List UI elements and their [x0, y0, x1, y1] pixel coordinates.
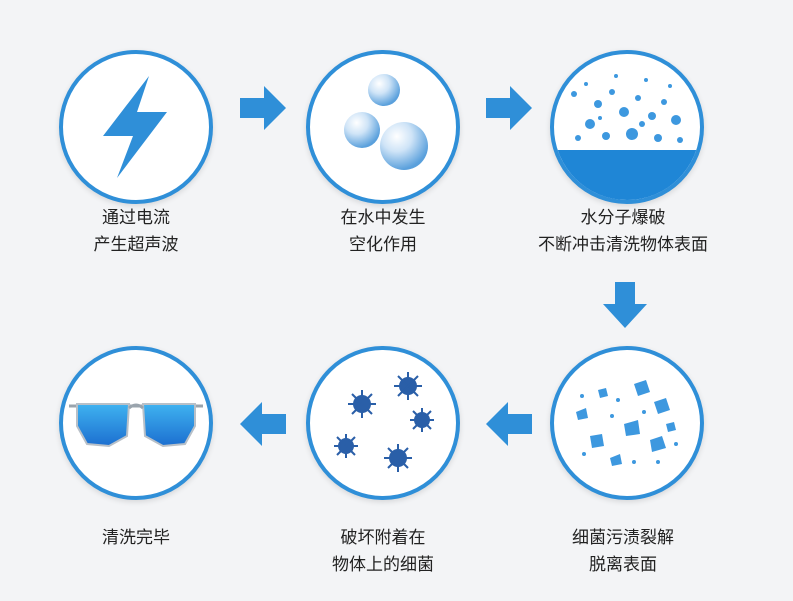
step-4-line2: 脱离表面	[589, 555, 657, 575]
step-3-line1: 水分子爆破	[580, 208, 666, 228]
step-4-circle	[550, 346, 704, 500]
step-1-circle	[59, 50, 213, 204]
step-2-caption: 在水中发生 空化作用	[263, 205, 503, 259]
step-1-line1: 通过电流	[102, 208, 170, 228]
sunglasses-icon	[69, 403, 203, 448]
step-3-line2: 不断冲击清洗物体表面	[538, 235, 708, 255]
step-3-circle	[550, 50, 704, 204]
step-2-line2: 空化作用	[349, 235, 417, 255]
step-5-line1: 破坏附着在	[340, 528, 426, 548]
step-1-line2: 产生超声波	[93, 235, 179, 255]
bacteria-icon	[334, 372, 434, 472]
arrow-right-icon	[486, 86, 532, 130]
step-5-line2: 物体上的细菌	[332, 555, 434, 575]
step-6-circle	[59, 346, 213, 500]
lightning-icon	[103, 76, 167, 178]
step-6-line1: 清洗完毕	[102, 528, 170, 548]
arrow-right-icon	[240, 86, 286, 130]
bubbles-icon	[344, 74, 428, 170]
arrow-down-icon	[603, 282, 647, 328]
step-4-caption: 细菌污渍裂解 脱离表面	[503, 525, 743, 579]
step-5-circle	[306, 346, 460, 500]
step-3-caption: 水分子爆破 不断冲击清洗物体表面	[503, 205, 743, 259]
step-1-caption: 通过电流 产生超声波	[16, 205, 256, 259]
step-6-caption: 清洗完毕	[16, 525, 256, 552]
step-2-circle	[306, 50, 460, 204]
arrow-left-icon	[486, 402, 532, 446]
step-5-caption: 破坏附着在 物体上的细菌	[263, 525, 503, 579]
step-4-line1: 细菌污渍裂解	[572, 528, 674, 548]
step-2-line1: 在水中发生	[340, 208, 426, 228]
water-splash-icon	[554, 74, 700, 200]
arrow-left-icon	[240, 402, 286, 446]
dirt-particles-icon	[576, 380, 678, 466]
